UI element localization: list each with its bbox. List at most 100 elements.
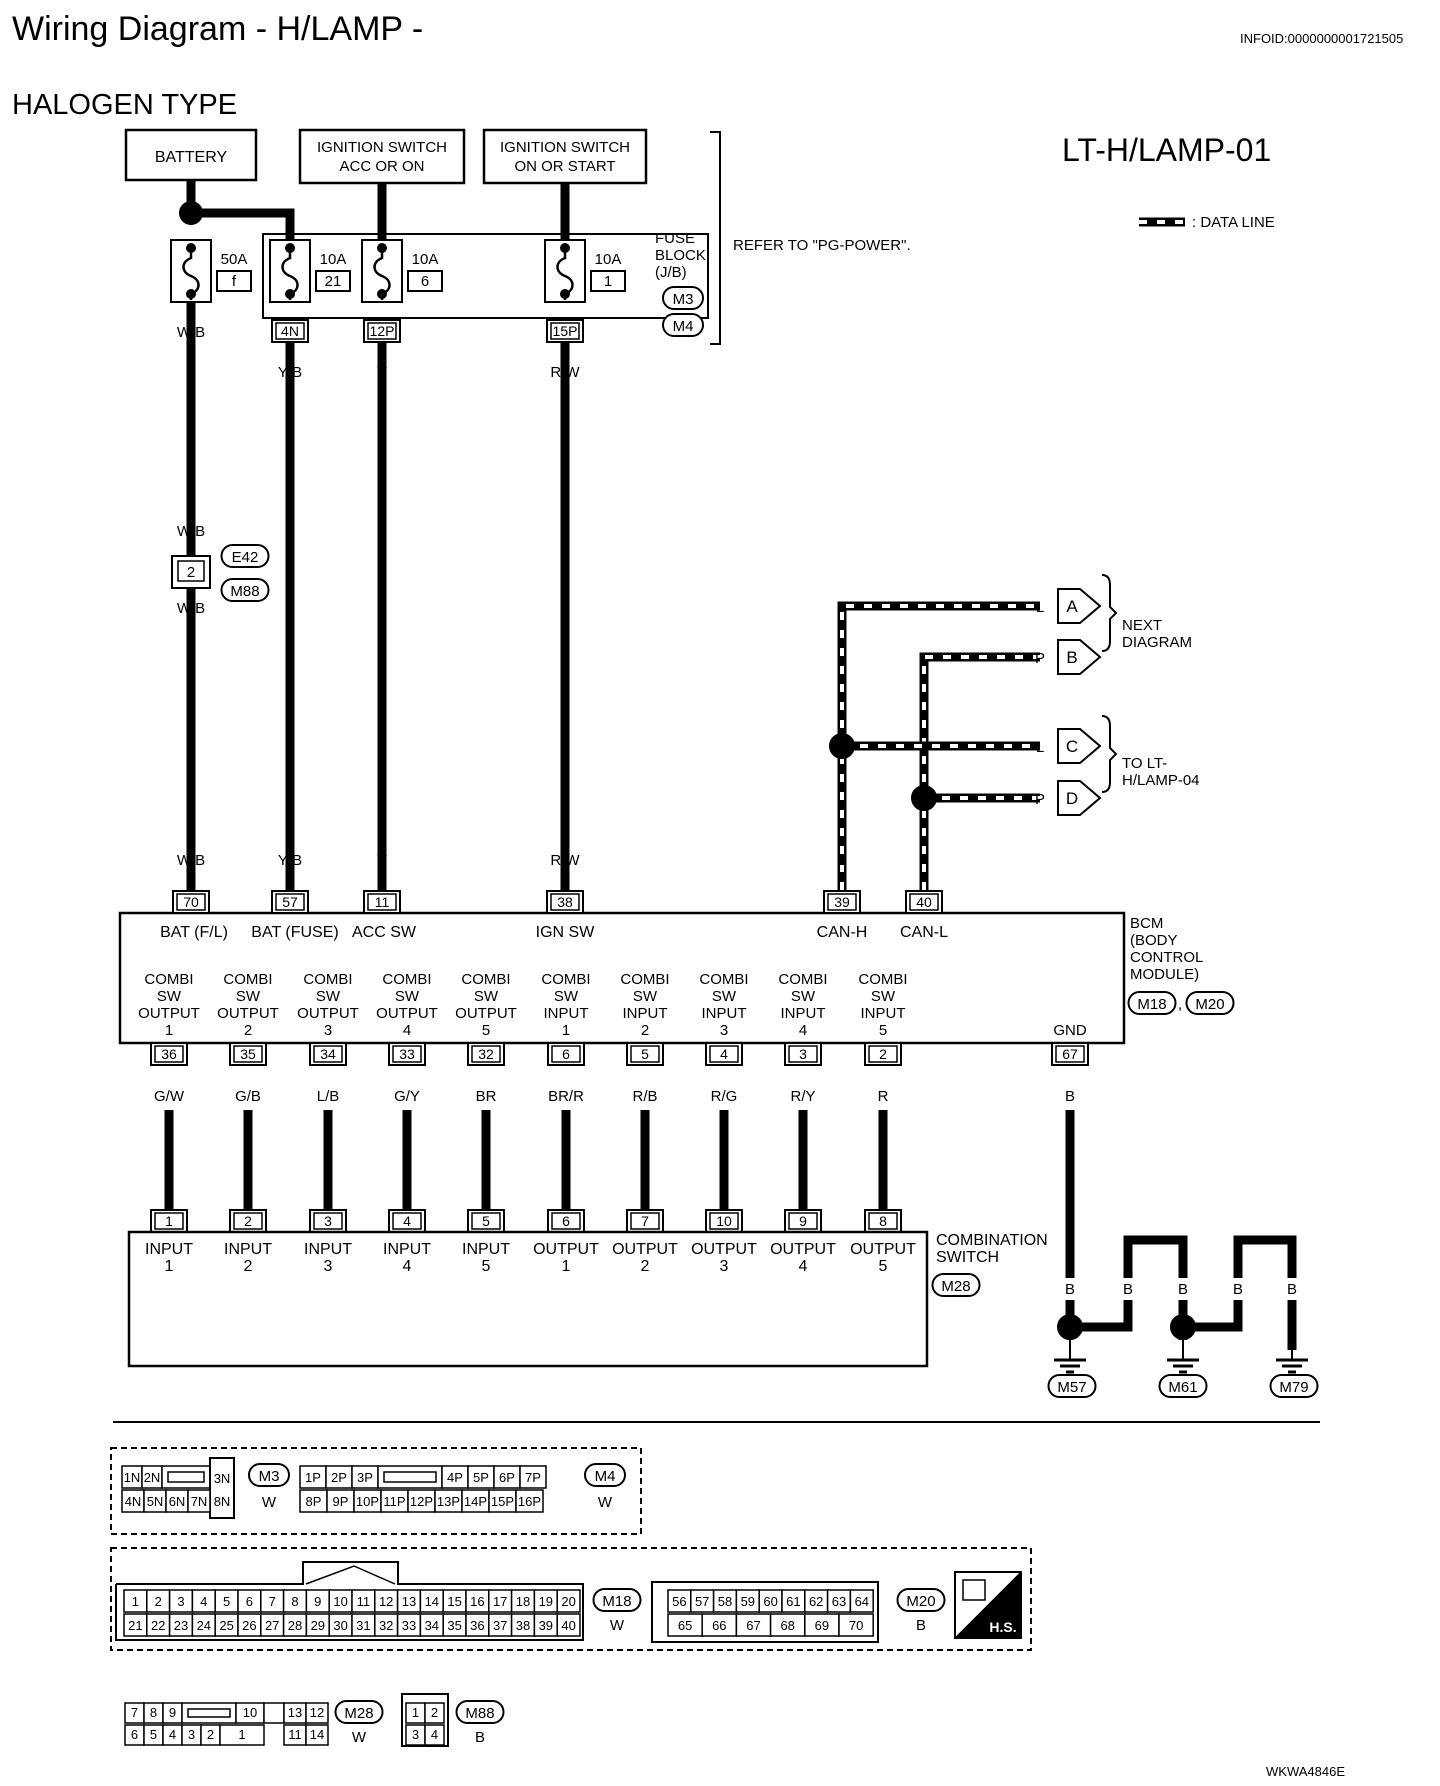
connector-m3-name: M3 — [259, 1468, 280, 1485]
ign-on-label-2: ON OR START — [514, 158, 615, 175]
fuse-block-connector-m3: M3 — [673, 291, 694, 308]
combination-switch-pin-label-9-1: OUTPUT — [850, 1241, 916, 1258]
connector-m28-row2c-cell — [305, 1724, 329, 1746]
bcm-combi-label-8-4: 4 — [799, 1022, 807, 1039]
fuse-3-number: 6 — [421, 273, 429, 290]
connector-m28-row2a-cell-label: 3 — [188, 1727, 195, 1742]
bcm-combi-label-0-4: 1 — [165, 1022, 173, 1039]
ign-acc-label-2: ACC OR ON — [339, 158, 424, 175]
connector-arrow-d-letter: D — [1066, 789, 1078, 808]
connector-m88-row2-cell-label: 4 — [431, 1727, 438, 1742]
connector-m3-row2-cell-label: 7N — [191, 1494, 208, 1509]
fuse-terminal-3-inner — [367, 322, 397, 340]
bcm-pin-label-11: ACC SW — [352, 924, 417, 941]
connector-m4-row2-cell-label: 8P — [306, 1494, 322, 1509]
fuse-4-top-dot — [560, 243, 570, 253]
connector-m4-name-tag — [584, 1463, 626, 1487]
connector-m18-row1-cell-label: 18 — [516, 1594, 530, 1609]
ign-switch-acc-box — [298, 128, 466, 185]
bcm-bottom-pin-3-inner — [788, 1045, 818, 1063]
battery-to-fuse21-wire — [191, 208, 295, 240]
fuse-4-element — [556, 248, 574, 300]
combination-switch-pin-3-inner — [313, 1212, 343, 1230]
fuse-1-element — [182, 248, 200, 300]
bcm-connector-comma: , — [1178, 996, 1182, 1013]
connector-m18-row1-cell-label: 11 — [357, 1594, 371, 1609]
connector-m88-color: B — [475, 1729, 485, 1746]
can-h-to-next-dash — [840, 604, 1040, 890]
connector-m18-row2-cell-label: 37 — [493, 1618, 507, 1633]
bcm-bottom-pin-34-inner — [313, 1045, 343, 1063]
bcm-top-pin-39-number: 39 — [834, 894, 850, 910]
info-id: INFOID:0000000001721505 — [1240, 31, 1404, 46]
wire-color-wb-2: W/B — [177, 523, 205, 540]
connector-m20-row1-cell-label: 63 — [832, 1594, 846, 1609]
ign-switch-on-box — [482, 128, 648, 185]
connector-m18-row1-cell-label: 2 — [155, 1594, 162, 1609]
fuse-block-connector-m3-tag — [662, 286, 704, 310]
bcm-combi-label-3-4: 4 — [403, 1022, 411, 1039]
connector-m18-color: W — [610, 1617, 625, 1634]
bcm-top-pin-57-inner — [275, 893, 305, 911]
fuse-terminal-4-inner — [550, 322, 580, 340]
connector-m18-row1-cell — [556, 1589, 581, 1613]
connector-m18-row2-cell-label: 31 — [356, 1618, 370, 1633]
wire-color-yb-bcm: Y/B — [278, 852, 302, 869]
wire-color-combi-0: G/W — [154, 1088, 185, 1105]
connector-m18-row1-cell-label: 19 — [539, 1594, 553, 1609]
wire-color-combi-8: R/Y — [790, 1088, 815, 1105]
bcm-name-1: BCM — [1130, 915, 1163, 932]
connector-m18-row1-cell-label: 9 — [314, 1594, 321, 1609]
fuse-4-rating: 10A — [595, 251, 622, 268]
connector-m28-row2c-cell-label: 11 — [288, 1727, 302, 1742]
fuse-block-label-2: BLOCK — [655, 247, 706, 264]
diagram-subtitle: HALOGEN TYPE — [12, 89, 238, 121]
combination-switch-pin-6-number: 6 — [562, 1213, 570, 1229]
can-l-to-next-dash — [922, 655, 1040, 890]
next-diagram-label-1: NEXT — [1122, 617, 1162, 634]
joint-connector-m88: M88 — [230, 583, 259, 600]
connector-m18-row2-cell-label: 23 — [174, 1618, 188, 1633]
bcm-pin-label-57: BAT (FUSE) — [251, 924, 338, 941]
bcm-top-pin-11-number: 11 — [375, 894, 390, 910]
bcm-bottom-pin-33-inner — [392, 1045, 422, 1063]
can-l-to-next — [919, 652, 1040, 890]
connector-m28-row2b-cell-label: 1 — [238, 1727, 245, 1742]
wire-color-combi-1: G/B — [235, 1088, 261, 1105]
connector-m20-row2-cell-label: 70 — [849, 1618, 863, 1633]
wire-color-v-bcm: V — [377, 852, 387, 869]
bcm-combi-label-9-1: COMBI — [858, 971, 907, 988]
bcm-top-pin-70-inner — [176, 893, 206, 911]
connector-m18-row1-cell-label: 4 — [200, 1594, 207, 1609]
bcm-bottom-pin-32-inner — [471, 1045, 501, 1063]
bcm-bottom-pin-32-number: 32 — [478, 1046, 494, 1062]
connector-m20-row1-cell-label: 61 — [786, 1594, 800, 1609]
bcm-top-pin-39-inner — [827, 893, 857, 911]
connector-m4-row1a-cell-label: 1P — [305, 1470, 321, 1485]
bcm-combi-label-1-1: COMBI — [223, 971, 272, 988]
bcm-name-4: MODULE) — [1130, 966, 1199, 983]
connector-m18-row2-cell-label: 22 — [151, 1618, 165, 1633]
combination-switch-pin-label-8-2: 4 — [799, 1258, 808, 1275]
battery-box — [124, 128, 258, 182]
bcm-combi-label-1-4: 2 — [244, 1022, 252, 1039]
ign-acc-label-1: IGNITION SWITCH — [317, 139, 447, 156]
fuse-block-connector-m4-tag — [662, 313, 704, 337]
connector-m18-row1-cell-label: 8 — [291, 1594, 298, 1609]
bcm-combi-label-5-4: 1 — [562, 1022, 570, 1039]
combination-switch-pin-label-6-1: OUTPUT — [612, 1241, 678, 1258]
ground-connector-m57-tag — [1047, 1374, 1097, 1398]
connector-m18-row2-cell-label: 29 — [311, 1618, 325, 1633]
connector-m4-row2-cell-label: 12P — [410, 1494, 433, 1509]
connector-m28-gap — [263, 1702, 285, 1724]
ground-connector-m79-tag — [1269, 1374, 1319, 1398]
connector-m18-row2-cell — [556, 1613, 581, 1637]
combination-switch-pin-label-2-1: INPUT — [304, 1241, 352, 1258]
bcm-connector-m20-tag — [1185, 991, 1235, 1015]
connector-group-1-outline — [110, 1447, 642, 1535]
connector-m18-row2-cell-label: 21 — [128, 1618, 142, 1633]
combination-switch-pin-label-0-2: 1 — [165, 1258, 174, 1275]
joint-connector-m88-tag — [220, 578, 270, 602]
ground-connector-m57: M57 — [1057, 1379, 1086, 1396]
can-l-junction — [911, 785, 937, 811]
